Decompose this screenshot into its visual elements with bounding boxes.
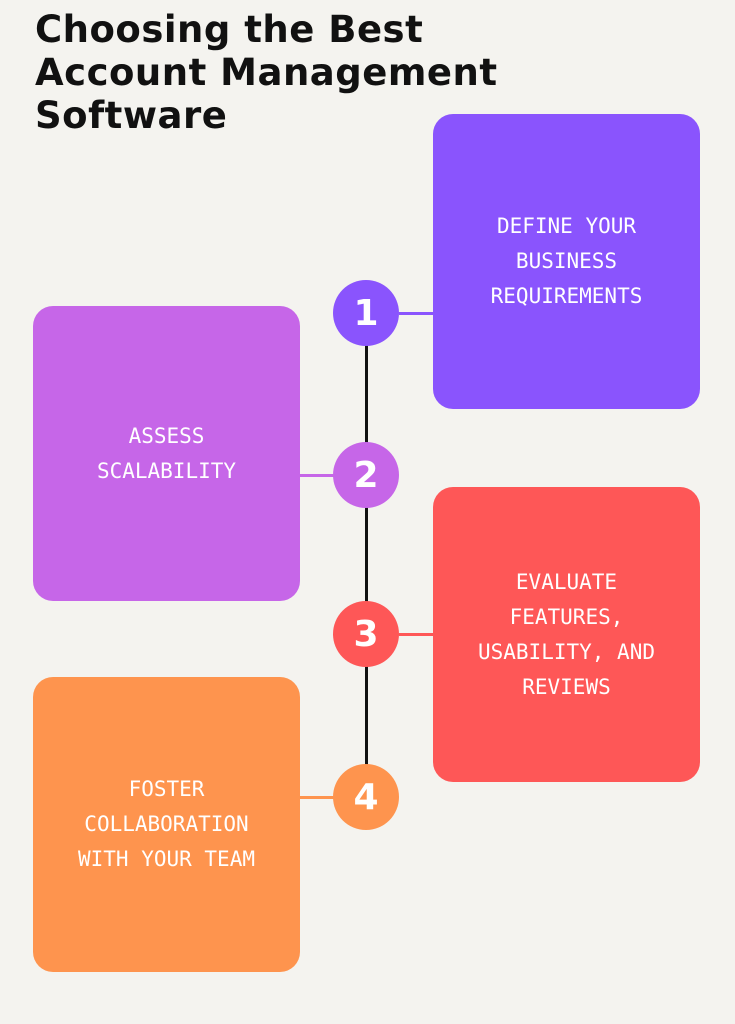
step-1-label: DEFINE YOUR BUSINESS REQUIREMENTS	[490, 214, 643, 308]
step-2-number: 2	[333, 442, 399, 508]
connector-4	[300, 796, 334, 799]
step-2-label: ASSESS SCALABILITY	[96, 423, 237, 483]
step-3-card: EVALUATE FEATURES, USABILITY, AND REVIEW…	[433, 487, 700, 782]
connector-1	[399, 312, 433, 315]
step-4-number: 4	[333, 764, 399, 830]
connector-3	[399, 633, 433, 636]
step-4-card: FOSTER COLLABORATION WITH YOUR TEAM	[33, 677, 300, 972]
step-2-card: ASSESS SCALABILITY	[33, 306, 300, 601]
step-1-number: 1	[333, 280, 399, 346]
connector-2	[300, 474, 334, 477]
page-title: Choosing the Best Account Management Sof…	[35, 8, 498, 137]
step-3-number: 3	[333, 601, 399, 667]
step-4-label: FOSTER COLLABORATION WITH YOUR TEAM	[77, 777, 255, 871]
step-1-card: DEFINE YOUR BUSINESS REQUIREMENTS	[433, 114, 700, 409]
timeline-line	[365, 313, 368, 797]
step-3-label: EVALUATE FEATURES, USABILITY, AND REVIEW…	[477, 569, 655, 699]
